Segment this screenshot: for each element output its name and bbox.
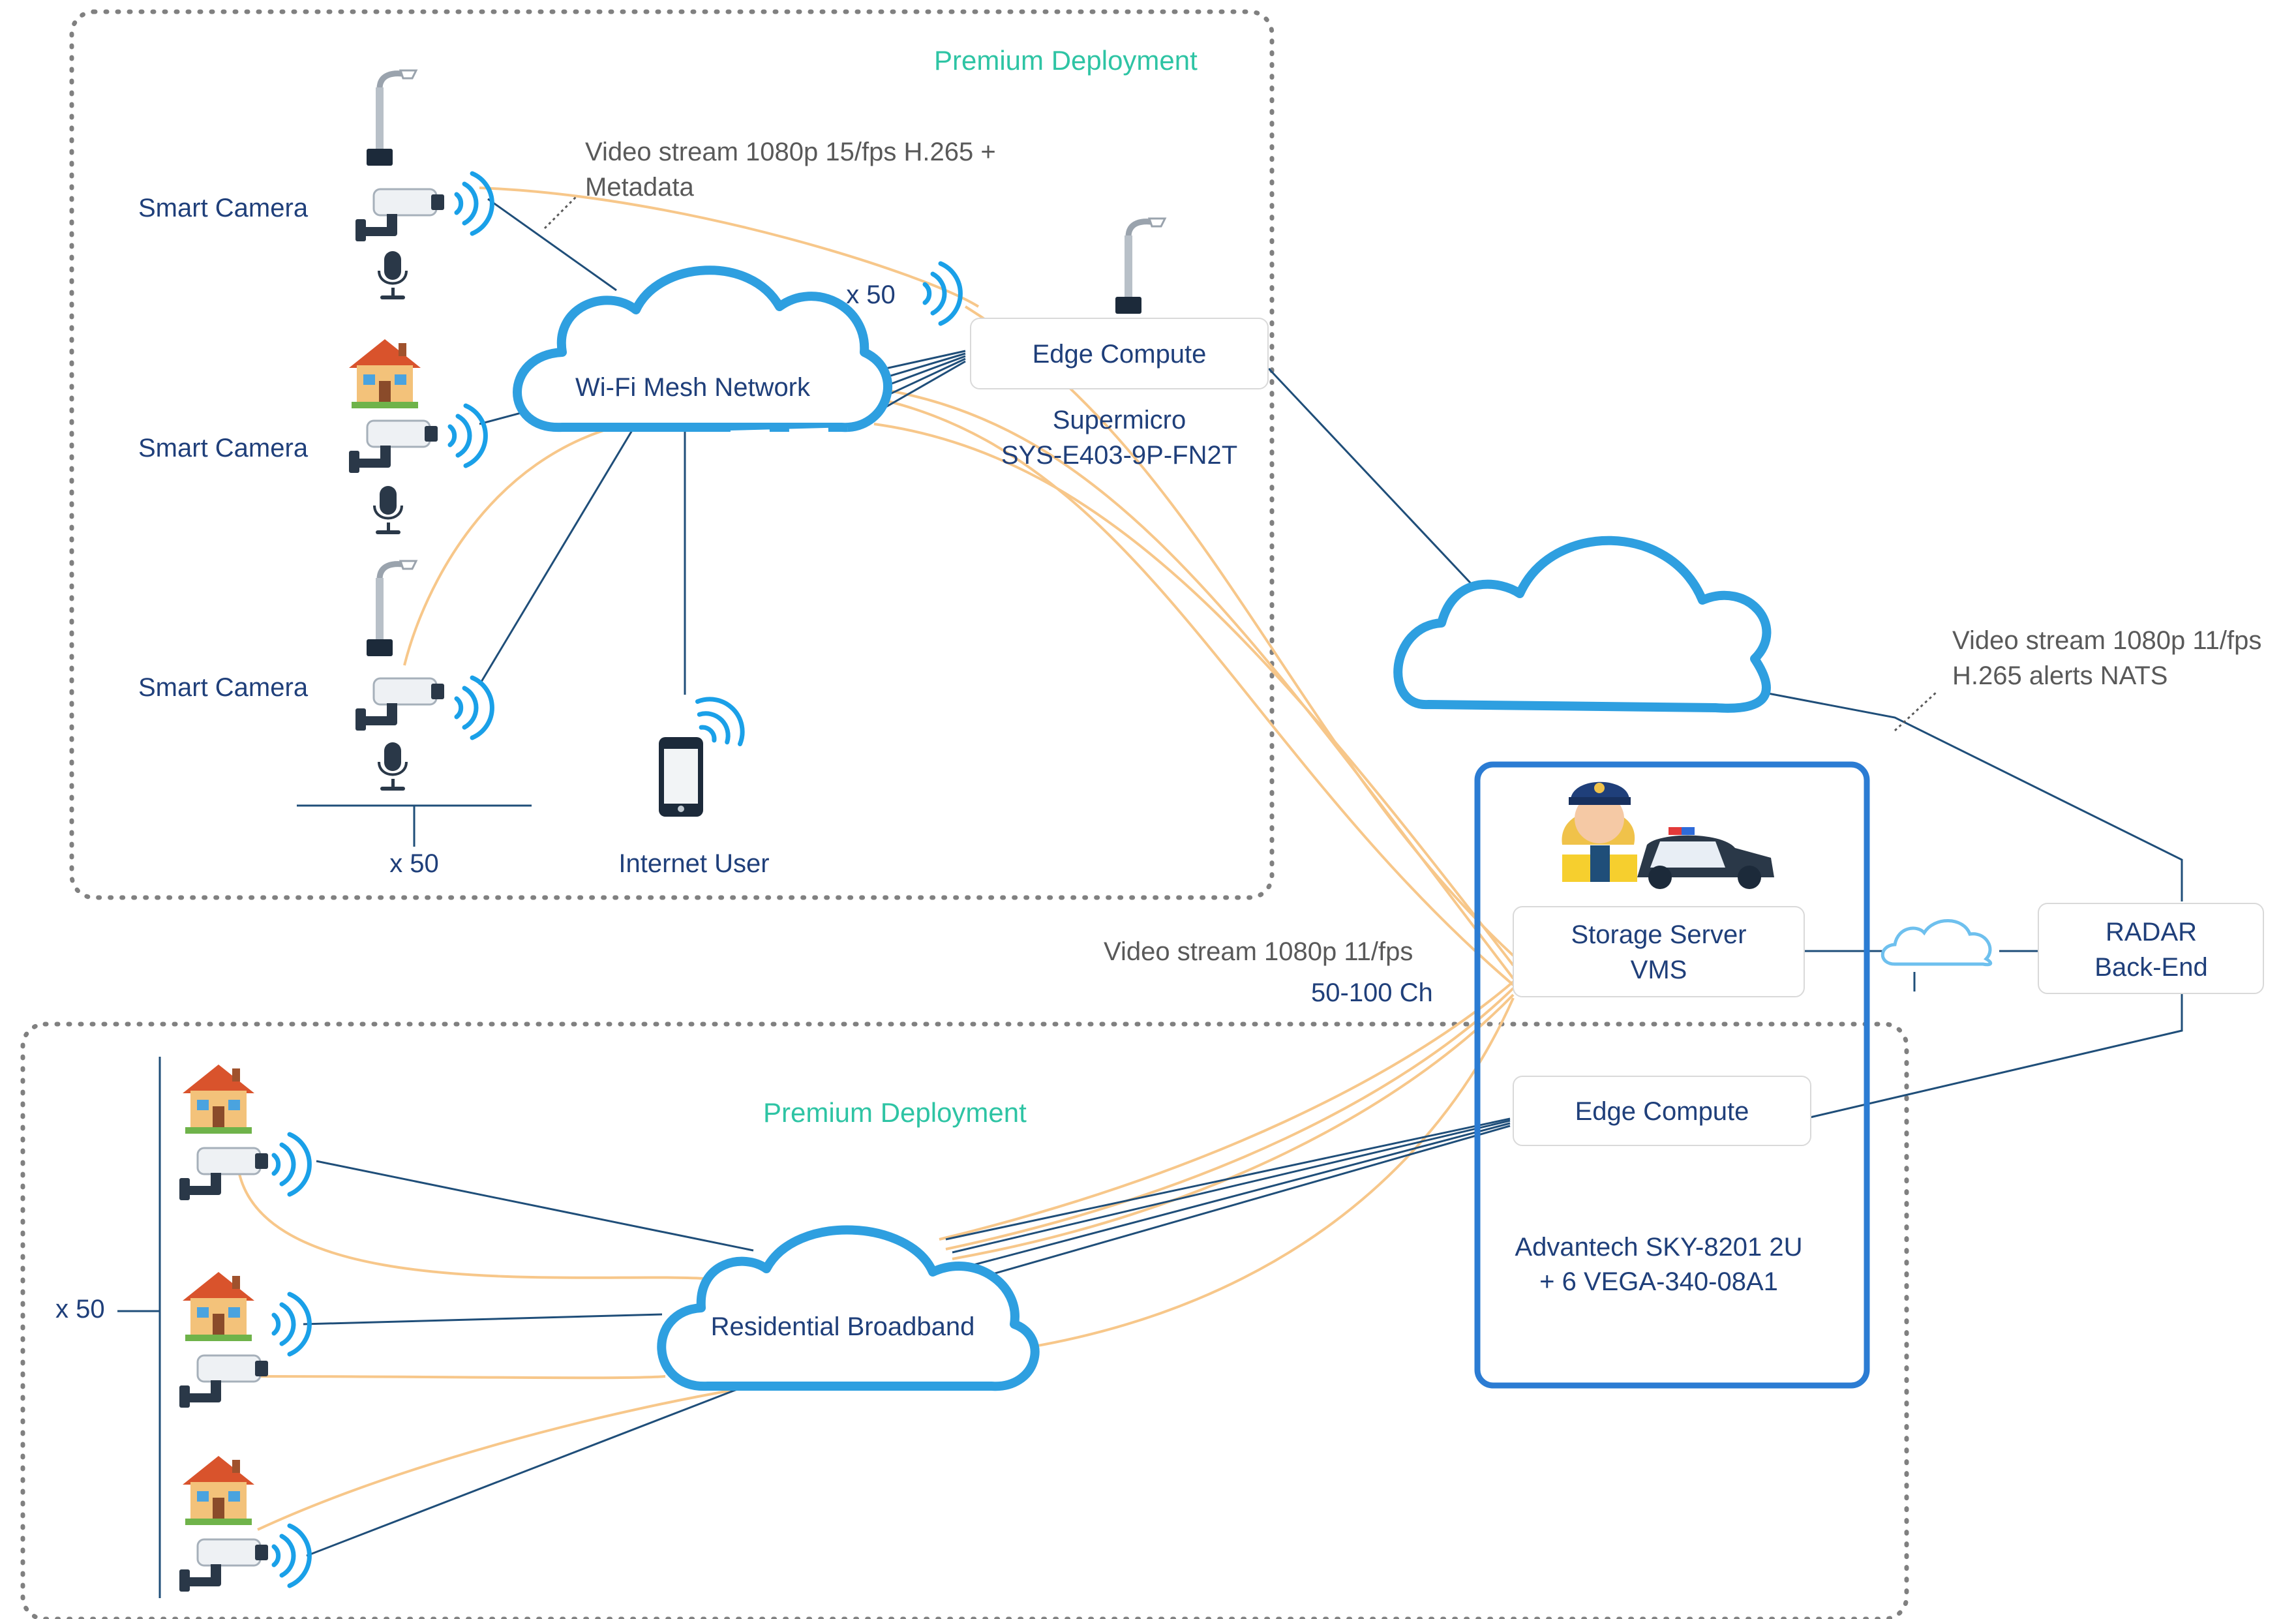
orange-links-bottom	[237, 980, 1515, 1531]
edge-compute-top-model-1: Supermicro	[1053, 406, 1186, 434]
microphone-icon	[378, 741, 408, 792]
radar-box[interactable]	[2038, 903, 2264, 994]
microphone-icon	[373, 485, 403, 536]
police-officer-icon	[1562, 781, 1637, 882]
wifi-mesh-label: Wi-Fi Mesh Network	[575, 373, 811, 402]
stream-note-right-1: Video stream 1080p 11/fps	[1952, 626, 2261, 655]
stream-note-mid-2: 50-100 Ch	[1311, 978, 1433, 1007]
small-cloud	[1881, 919, 1993, 967]
wifi-mesh-cloud	[513, 265, 892, 437]
cctv-camera-icon	[354, 188, 446, 243]
cctv-camera-icon	[354, 677, 446, 732]
wifi-signal-icon	[457, 174, 492, 234]
street-lamp-icon	[367, 561, 416, 656]
smart-camera-label-3: Smart Camera	[138, 673, 309, 702]
broadband-cloud	[657, 1225, 1040, 1391]
wifi-signal-icon	[457, 678, 492, 738]
police-car-icon	[1637, 827, 1774, 889]
street-lamp-icon	[367, 70, 416, 166]
cctv-camera-icon	[348, 419, 439, 474]
microphone-icon	[378, 250, 408, 301]
radar-label-1: RADAR	[2106, 918, 2197, 946]
edge-compute-top-box[interactable]	[970, 318, 1269, 389]
edge-compute-top-model-2: SYS-E403-9P-FN2T	[1001, 441, 1237, 470]
wifi-signal-icon	[450, 406, 485, 466]
house-icon	[349, 339, 421, 408]
wifi-signal-icon	[274, 1526, 309, 1586]
house-icon	[183, 1272, 254, 1341]
top-camera-count: x 50	[389, 849, 439, 878]
internet-user-label: Internet User	[618, 849, 769, 878]
storage-server-label-1: Storage Server	[1571, 920, 1746, 949]
wifi-count-label: x 50	[846, 280, 896, 309]
edge-compute-top-label: Edge Compute	[1033, 340, 1207, 369]
top-premium-zone	[69, 9, 1275, 900]
street-lamp-icon	[1115, 219, 1165, 314]
broadband-label: Residential Broadband	[711, 1312, 975, 1341]
bottom-camera-count: x 50	[55, 1295, 105, 1324]
storage-server-label-2: VMS	[1631, 956, 1687, 984]
stream-note-right-2: H.265 alerts NATS	[1952, 661, 2168, 690]
internet-cloud	[1393, 536, 1772, 713]
smart-camera-label-1: Smart Camera	[138, 194, 309, 222]
cctv-camera-icon	[178, 1147, 269, 1202]
cctv-camera-icon	[178, 1538, 269, 1593]
storage-server-box[interactable]	[1513, 906, 1805, 997]
bottom-zone-label: Premium Deployment	[763, 1097, 1027, 1128]
wifi-signal-icon	[274, 1134, 309, 1194]
house-icon	[183, 1065, 254, 1134]
bottom-premium-zone	[20, 1021, 1909, 1619]
edge-compute-bottom-model-2: + 6 VEGA-340-08A1	[1539, 1267, 1778, 1296]
cctv-camera-icon	[178, 1354, 269, 1409]
edge-compute-bottom-label: Edge Compute	[1575, 1097, 1749, 1126]
edge-compute-bottom-model-1: Advantech SKY-8201 2U	[1515, 1233, 1802, 1262]
edge-compute-bottom-box[interactable]	[1513, 1076, 1811, 1146]
radar-label-2: Back-End	[2094, 953, 2207, 982]
smartphone-icon	[659, 737, 703, 817]
house-icon	[183, 1456, 254, 1525]
stream-note-top-1: Video stream 1080p 15/fps H.265 +	[585, 138, 996, 166]
stream-note-mid-1: Video stream 1080p 11/fps	[1104, 937, 1413, 966]
top-zone-label: Premium Deployment	[934, 45, 1198, 76]
server-rack-box	[1474, 761, 1870, 1389]
stream-note-top-2: Metadata	[585, 173, 695, 202]
smart-camera-label-2: Smart Camera	[138, 434, 309, 462]
